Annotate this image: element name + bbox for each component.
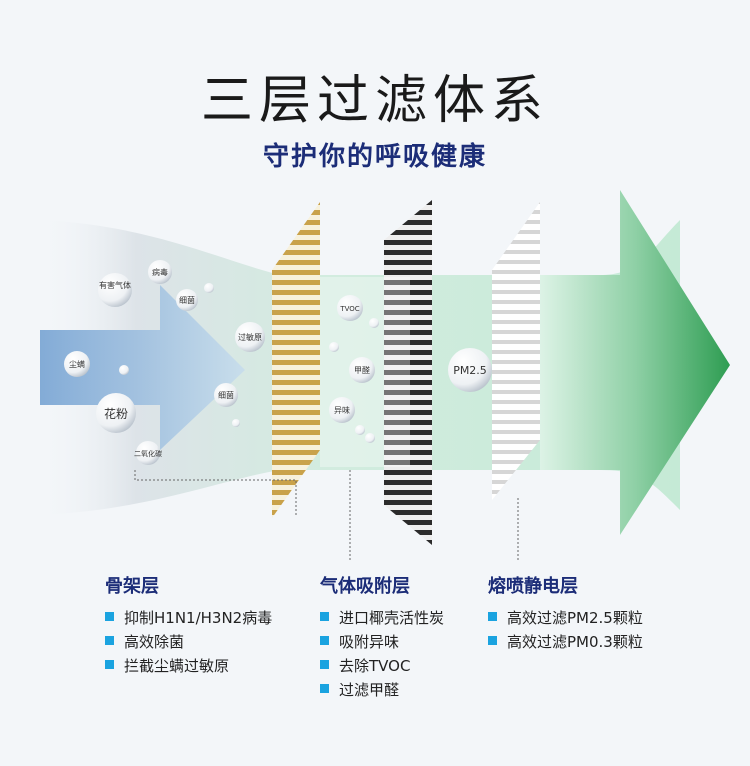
filter-diagram: 有害气体 病毒 细菌 尘螨 过敏原 细菌 花粉 二氧化碳 TVOC 甲醛	[40, 190, 730, 560]
layer-feature: 拦截尘螨过敏原	[105, 654, 272, 678]
small-particle	[232, 419, 240, 427]
bubble-label: 尘螨	[69, 359, 85, 369]
bullet-square-icon	[105, 612, 114, 621]
bubble-label: 二氧化碳	[134, 449, 162, 458]
pollutant-bubble: 病毒	[148, 260, 172, 284]
bubble-label: 细菌	[179, 295, 195, 305]
layer-feature: 去除TVOC	[320, 654, 444, 678]
bubble-label: 细菌	[218, 390, 234, 400]
bubble-label: PM2.5	[453, 364, 487, 377]
bullet-square-icon	[488, 636, 497, 645]
skeleton-layer-filter	[272, 202, 320, 518]
layer-name: 骨架层	[105, 576, 159, 597]
pollutant-bubble: 甲醛	[349, 357, 375, 383]
green-output-arrow	[540, 190, 730, 535]
layer-column-carbon: 气体吸附层 进口椰壳活性炭 吸附异味 去除TVOC 过滤甲醛	[320, 572, 444, 702]
blue-inflow-arrow	[40, 285, 245, 450]
bullet-square-icon	[320, 660, 329, 669]
bubble-label: 异味	[334, 405, 350, 415]
callout-line-skeleton	[134, 470, 297, 515]
bubble-label: 有害气体	[99, 280, 131, 290]
bullet-square-icon	[105, 636, 114, 645]
page-subtitle: 守护你的呼吸健康	[262, 142, 487, 172]
layer-name: 气体吸附层	[320, 576, 410, 597]
meltblown-filter	[492, 202, 540, 500]
pollutant-bubble: TVOC	[337, 295, 363, 321]
bullet-square-icon	[320, 684, 329, 693]
small-particle	[329, 342, 339, 352]
bubble-label: 甲醛	[354, 365, 370, 375]
layer-feature: 过滤甲醛	[320, 678, 444, 702]
small-particle	[365, 433, 375, 443]
layer-feature: 高效过滤PM0.3颗粒	[488, 630, 643, 654]
layer-feature: 吸附异味	[320, 630, 444, 654]
layer-feature: 高效过滤PM2.5颗粒	[488, 606, 643, 630]
layer-feature: 进口椰壳活性炭	[320, 606, 444, 630]
pollutant-bubble: 二氧化碳	[134, 441, 162, 465]
layer-feature: 抑制H1N1/H3N2病毒	[105, 606, 272, 630]
layer-column-skeleton: 骨架层 抑制H1N1/H3N2病毒 高效除菌 拦截尘螨过敏原	[105, 572, 272, 678]
pollutant-bubble: 尘螨	[64, 351, 90, 377]
small-particle	[204, 283, 214, 293]
bubble-label: 病毒	[152, 267, 168, 277]
bullet-square-icon	[488, 612, 497, 621]
pollutant-bubble: 异味	[329, 397, 355, 423]
bubble-label: TVOC	[339, 305, 359, 313]
page-title: 三层过滤体系	[200, 71, 549, 131]
layer-feature: 高效除菌	[105, 630, 272, 654]
pollutant-bubble: PM2.5	[448, 348, 492, 392]
layer-column-meltblown: 熔喷静电层 高效过滤PM2.5颗粒 高效过滤PM0.3颗粒	[488, 572, 643, 654]
small-particle	[355, 425, 365, 435]
small-particle	[119, 365, 129, 375]
pollutant-bubble: 细菌	[214, 383, 238, 407]
bullet-square-icon	[105, 660, 114, 669]
bubble-label: 过敏原	[238, 332, 262, 342]
pollutant-bubble: 过敏原	[235, 322, 265, 352]
small-particle	[369, 318, 379, 328]
bullet-square-icon	[320, 612, 329, 621]
pollutant-bubble: 细菌	[176, 289, 198, 311]
bubble-label: 花粉	[104, 406, 128, 421]
pollutant-bubble: 花粉	[96, 393, 136, 433]
bullet-square-icon	[320, 636, 329, 645]
layer-name: 熔喷静电层	[488, 576, 578, 597]
pollutant-bubble: 有害气体	[98, 273, 132, 307]
activated-carbon-filter	[384, 200, 432, 545]
